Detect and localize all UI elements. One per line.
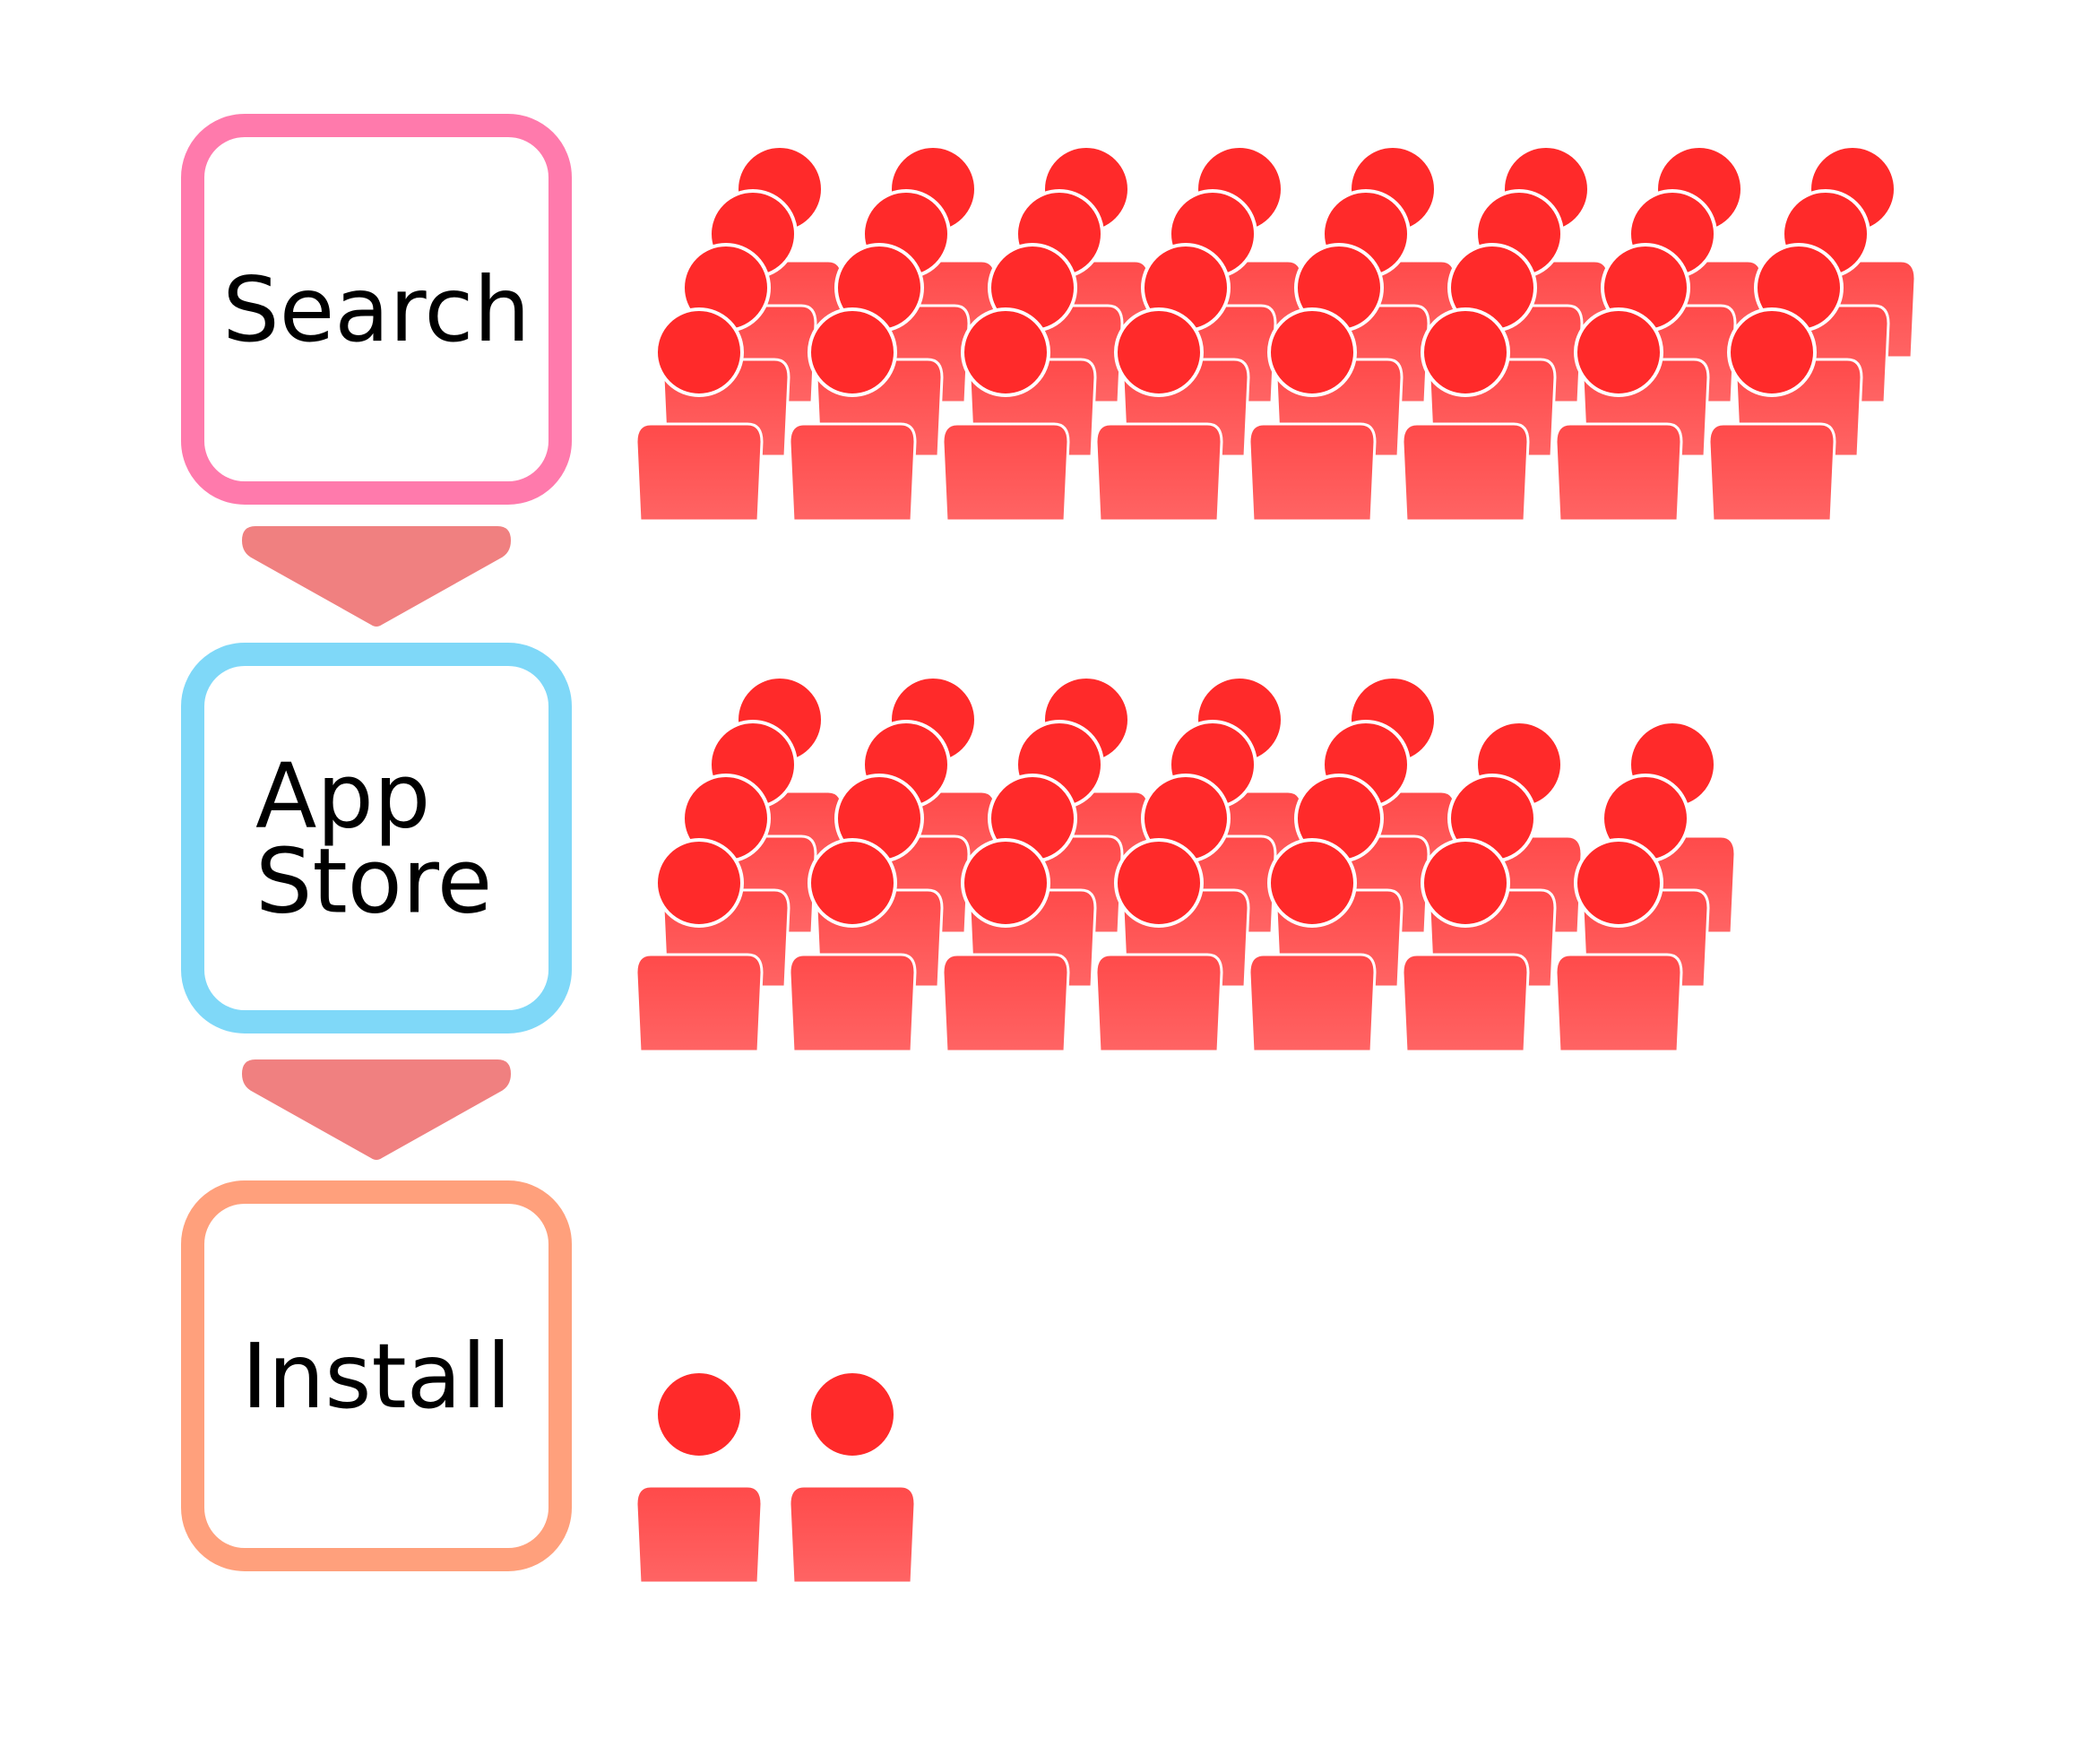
person-icon xyxy=(1094,307,1223,523)
search-box xyxy=(181,114,572,505)
person-head xyxy=(654,1370,744,1459)
person-head xyxy=(961,307,1050,397)
person-icon xyxy=(941,838,1070,1053)
person-icon xyxy=(1554,307,1683,523)
person-icon xyxy=(788,1370,917,1585)
person-icon xyxy=(1401,838,1530,1053)
down-arrow-icon xyxy=(242,526,511,627)
person-icon xyxy=(1248,307,1377,523)
person-head xyxy=(1574,838,1663,928)
person-icon xyxy=(1707,307,1836,523)
app-store-label-line-1: App xyxy=(255,744,430,849)
person-body xyxy=(1248,422,1377,523)
person-body xyxy=(788,422,917,523)
arrows-layer xyxy=(242,526,511,1160)
person-head xyxy=(654,307,744,397)
person-icon xyxy=(635,1370,764,1585)
person-icon xyxy=(788,307,917,523)
person-head xyxy=(1574,307,1663,397)
person-icon xyxy=(1248,838,1377,1053)
install-crowd xyxy=(635,1370,917,1585)
arrow-search-to-app-store xyxy=(242,526,511,627)
person-body xyxy=(1401,953,1530,1053)
person-head xyxy=(1727,307,1817,397)
app-store-label-line-2: Store xyxy=(255,829,492,934)
person-head xyxy=(1114,838,1204,928)
person-head xyxy=(654,838,744,928)
person-head xyxy=(961,838,1050,928)
people-layer xyxy=(635,144,1917,1585)
app-store-box xyxy=(181,643,572,1033)
person-icon xyxy=(788,838,917,1053)
person-body xyxy=(1248,953,1377,1053)
person-icon xyxy=(635,307,764,523)
install-stage: Install xyxy=(181,1180,572,1571)
person-body xyxy=(1554,953,1683,1053)
person-body xyxy=(1401,422,1530,523)
person-head xyxy=(1114,307,1204,397)
person-head xyxy=(1421,307,1510,397)
search-label-line-1: Search xyxy=(222,257,531,362)
person-body xyxy=(635,1484,764,1585)
person-icon xyxy=(941,307,1070,523)
person-head xyxy=(808,1370,897,1459)
person-body xyxy=(635,422,764,523)
person-head xyxy=(808,838,897,928)
person-body xyxy=(1094,422,1223,523)
person-body xyxy=(941,422,1070,523)
person-body xyxy=(1094,953,1223,1053)
person-body xyxy=(941,953,1070,1053)
person-body xyxy=(635,953,764,1053)
person-body xyxy=(788,953,917,1053)
person-icon xyxy=(635,838,764,1053)
search-stage: Search xyxy=(181,114,572,505)
person-icon xyxy=(1094,838,1223,1053)
install-box xyxy=(181,1180,572,1571)
search-crowd xyxy=(635,144,1917,523)
person-body xyxy=(1707,422,1836,523)
person-head xyxy=(1267,307,1357,397)
person-head xyxy=(1421,838,1510,928)
install-label-line-1: Install xyxy=(241,1324,511,1429)
person-body xyxy=(1554,422,1683,523)
down-arrow-icon xyxy=(242,1059,511,1160)
arrow-app-store-to-install xyxy=(242,1059,511,1160)
person-icon xyxy=(1554,838,1683,1053)
person-head xyxy=(1267,838,1357,928)
person-head xyxy=(808,307,897,397)
app-store-crowd xyxy=(635,675,1737,1053)
person-icon xyxy=(1401,307,1530,523)
person-body xyxy=(788,1484,917,1585)
